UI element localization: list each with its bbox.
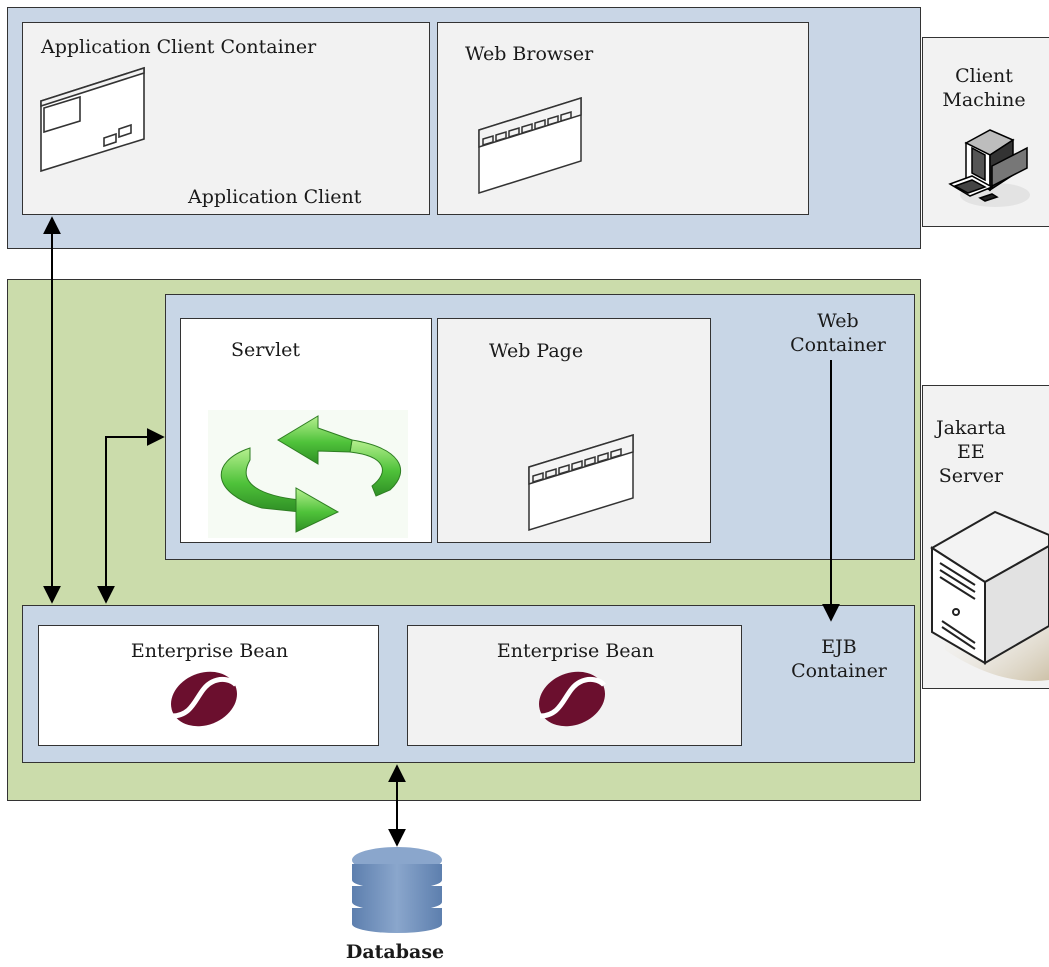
web-page-title: Web Page [489,340,584,362]
application-client-caption: Application Client [188,186,362,208]
servlet-title: Servlet [231,339,301,361]
client-machine-label-line1: Client [955,65,1013,87]
connectors [43,216,840,847]
client-machine-label-line2: Machine [942,89,1026,111]
application-client-container-title: Application Client Container [41,36,317,58]
client-machine-label: Client Machine [923,64,1045,112]
web-browser-title: Web Browser [465,43,594,65]
web-container-label: Web Container [768,309,908,357]
web-container-label-line2: Container [790,334,886,356]
ejb-servlet-connector [97,428,165,604]
ejb-container-label: EJB Container [769,635,909,683]
web-browser-window-icon [478,96,582,195]
database-label: Database [345,941,445,963]
enterprise-bean-1-title: Enterprise Bean [130,640,289,662]
ejb-container-label-line1: EJB [821,636,857,658]
web-container-label-line1: Web [817,310,859,332]
web-page-window-icon [528,433,634,532]
servlet-cycle-icon [208,410,408,538]
jakarta-ee-server-label: Jakarta EE Server [936,416,1006,488]
computer-icon [948,129,1030,207]
application-client-window-icon [40,66,145,173]
enterprise-bean-2-icon [539,671,606,727]
ejb-container-label-line2: Container [791,660,887,682]
enterprise-bean-1-icon [171,671,238,727]
database-icon [352,847,442,933]
jakarta-ee-server-label-line1: Jakarta [936,417,1006,439]
server-tower-icon [930,510,1049,681]
jakarta-ee-server-label-line3: Server [938,465,1004,487]
jakarta-ee-server-label-line2: EE [957,441,985,463]
enterprise-bean-2-title: Enterprise Bean [496,640,655,662]
